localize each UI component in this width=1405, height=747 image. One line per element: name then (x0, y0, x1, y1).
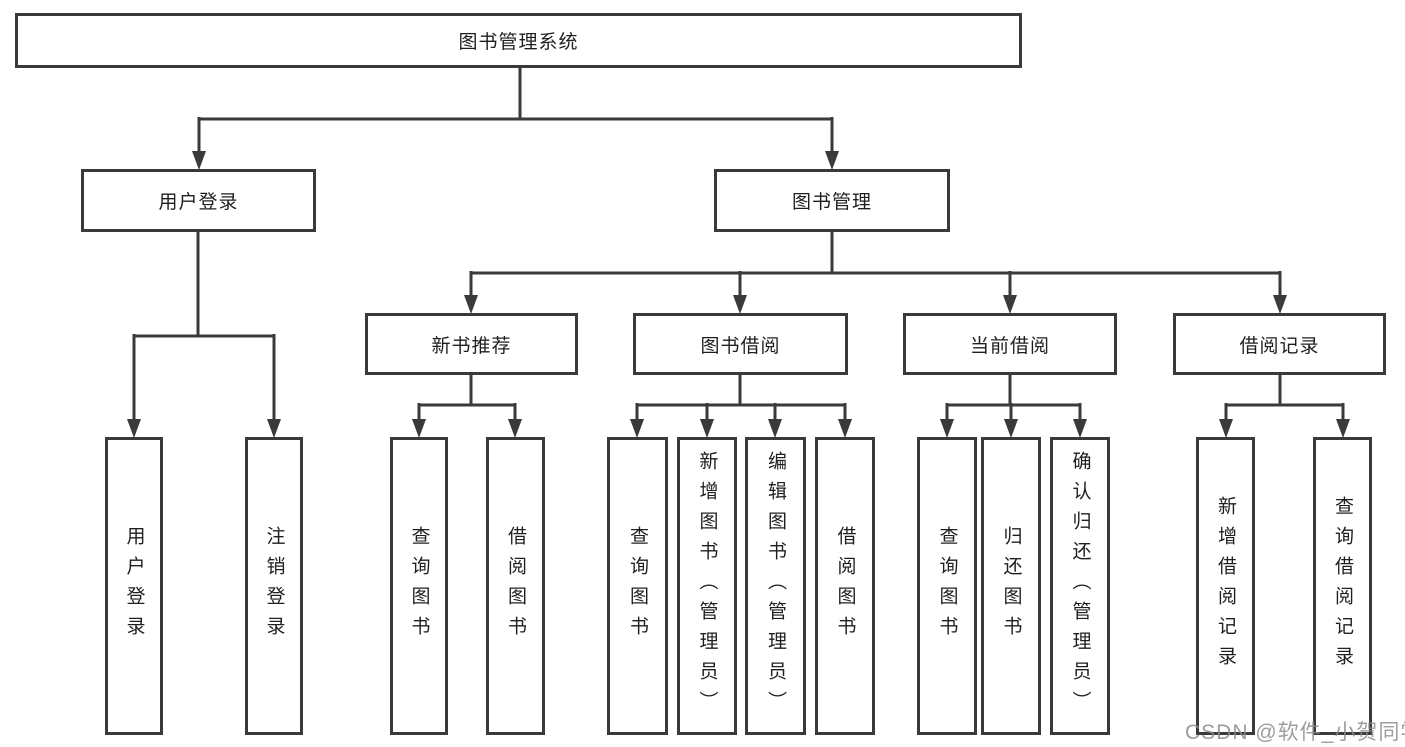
leaf-node-borrow-books: 借阅图书 (815, 437, 875, 735)
node-root-library-system: 图书管理系统 (15, 13, 1022, 68)
leaf-node-query-books: 查询图书 (607, 437, 668, 735)
leaf-node-query-borrow-record: 查询借阅记录 (1313, 437, 1372, 735)
node-borrow-record: 借阅记录 (1173, 313, 1386, 375)
node-current-borrow: 当前借阅 (903, 313, 1117, 375)
csdn-watermark: CSDN @软件_小贺同学 (1185, 721, 1405, 744)
leaf-node-borrow-books-recommend: 借阅图书 (486, 437, 545, 735)
leaf-node-query-books-current: 查询图书 (917, 437, 977, 735)
arrowheads (127, 151, 1350, 438)
leaf-node-confirm-return-admin: 确认归还（管理员） (1050, 437, 1110, 735)
leaf-node-add-borrow-record: 新增借阅记录 (1196, 437, 1255, 735)
leaf-node-edit-books-admin: 编辑图书（管理员） (745, 437, 806, 735)
leaf-node-logout: 注销登录 (245, 437, 303, 735)
node-user-login: 用户登录 (81, 169, 316, 232)
leaf-node-add-books-admin: 新增图书（管理员） (677, 437, 737, 735)
node-book-management: 图书管理 (714, 169, 950, 232)
node-new-book-recommend: 新书推荐 (365, 313, 578, 375)
leaf-node-query-books-recommend: 查询图书 (390, 437, 448, 735)
leaf-node-return-books: 归还图书 (981, 437, 1041, 735)
leaf-node-user-login: 用户登录 (105, 437, 163, 735)
node-book-borrow: 图书借阅 (633, 313, 848, 375)
